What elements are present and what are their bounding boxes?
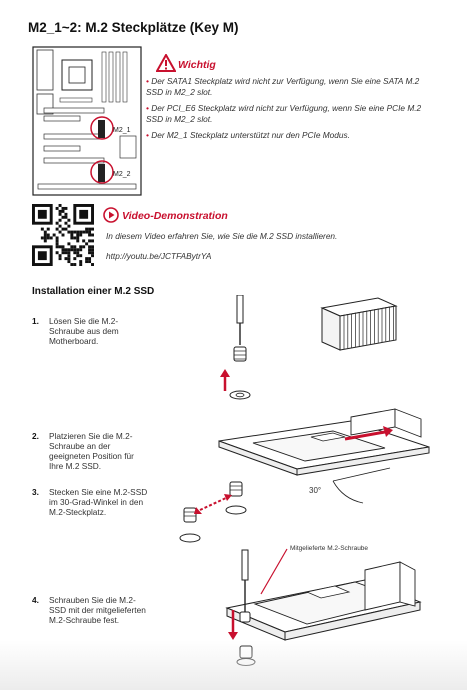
warning-item: • Der PCI_E6 Steckplatz wird nicht zur V… (146, 103, 422, 124)
page-fade (0, 640, 467, 690)
angle-label: 30° (309, 486, 322, 495)
install-heading: Installation einer M.2 SSD (32, 286, 155, 297)
warning-list: • Der SATA1 Steckplatz wird nicht zur Ve… (146, 76, 436, 147)
ssd-insert-diagram (218, 408, 430, 504)
video-description: In diesem Video erfahren Sie, wie Sie di… (106, 231, 338, 241)
warning-title: Wichtig (178, 59, 216, 71)
motherboard-diagram: M2_1 M2_2 (32, 46, 142, 196)
slot1-label: M2_1 (113, 127, 131, 134)
ssd-module-icon (320, 297, 398, 351)
page-title: M2_1~2: M.2 Steckplätze (Key M) (28, 20, 239, 35)
install-step: 4. Schrauben Sie die M.2-SSD mit der mit… (32, 595, 146, 625)
screw-callout: Mitgelieferte M.2-Schraube (290, 545, 369, 552)
video-link[interactable]: http://youtu.be/JCTFAByt­rYA (106, 251, 212, 261)
warning-item: • Der SATA1 Steckplatz wird nicht zur Ve… (146, 76, 420, 97)
slot2-label: M2_2 (113, 171, 131, 178)
standoff-move-diagram (179, 481, 247, 543)
warning-item: • Der M2_1 Steckplatz unterstützt nur de… (146, 130, 350, 140)
install-step: 2. Platzieren Sie die M.2-Schraube an de… (32, 431, 134, 471)
screw-fasten-diagram (225, 548, 422, 666)
warning-icon (156, 54, 176, 72)
screwdriver-icon (220, 295, 251, 400)
play-icon (103, 207, 119, 223)
qr-code-icon (32, 204, 94, 266)
video-title: Video-Demonstration (122, 210, 228, 222)
install-step: 3. Stecken Sie eine M.2-SSD im 30-Grad-W… (32, 487, 148, 517)
install-step: 1. Lösen Sie die M.2-Schraube aus dem Mo… (32, 316, 119, 346)
